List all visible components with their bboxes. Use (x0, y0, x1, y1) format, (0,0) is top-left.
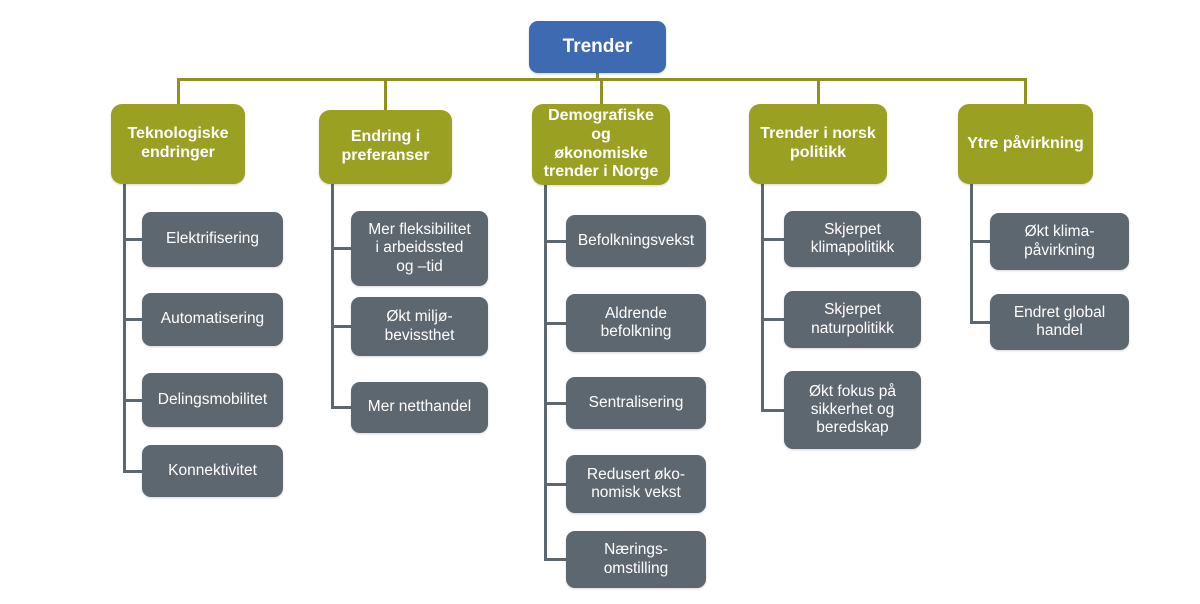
leaf-node-1-2[interactable]: Mer netthandel (351, 382, 488, 433)
leaf-stub-connector-1-0 (331, 247, 351, 250)
branch-drop-connector-2 (599, 78, 603, 106)
leaf-node-0-1[interactable]: Automatisering (142, 293, 283, 346)
leaf-node-2-3[interactable]: Redusert øko- nomisk vekst (566, 455, 706, 513)
leaf-node-2-2[interactable]: Sentralisering (566, 377, 706, 429)
leaf-node-4-1[interactable]: Endret global handel (990, 294, 1129, 350)
leaf-spine-connector-0 (123, 184, 126, 471)
leaf-stub-connector-2-0 (544, 239, 566, 243)
leaf-stub-connector-3-1 (761, 318, 784, 321)
leaf-node-1-1[interactable]: Økt miljø- bevissthet (351, 297, 488, 356)
leaf-spine-connector-4 (970, 184, 973, 322)
leaf-stub-connector-2-4 (544, 558, 566, 561)
leaf-stub-connector-4-0 (970, 240, 990, 243)
leaf-stub-connector-2-2 (544, 401, 566, 405)
branch-node-4[interactable]: Ytre påvirkning (958, 104, 1093, 184)
leaf-node-0-2[interactable]: Delingsmobilitet (142, 373, 283, 427)
leaf-stub-connector-1-1 (331, 325, 351, 328)
branch-node-0[interactable]: Teknologiske endringer (111, 104, 245, 184)
branch-drop-connector-0 (176, 78, 180, 106)
leaf-node-2-1[interactable]: Aldrende befolkning (566, 294, 706, 352)
leaf-stub-connector-3-0 (761, 237, 784, 241)
leaf-stub-connector-0-1 (123, 318, 142, 321)
leaf-node-0-0[interactable]: Elektrifisering (142, 212, 283, 267)
branch-node-2[interactable]: Demografiske og økonomiske trender i Nor… (532, 104, 670, 185)
branch-drop-connector-4 (1024, 78, 1027, 106)
leaf-node-3-2[interactable]: Økt fokus på sikkerhet og beredskap (784, 371, 921, 449)
leaf-stub-connector-0-0 (123, 238, 142, 241)
leaf-spine-connector-3 (761, 184, 764, 410)
root-node-trender: Trender (529, 21, 666, 73)
leaf-stub-connector-1-2 (331, 406, 351, 409)
leaf-spine-connector-1 (331, 184, 334, 408)
leaf-stub-connector-2-1 (544, 321, 566, 325)
leaf-stub-connector-2-3 (544, 482, 566, 486)
leaf-stub-connector-4-1 (970, 320, 990, 324)
leaf-node-3-1[interactable]: Skjerpet naturpolitikk (784, 291, 921, 348)
leaf-node-1-0[interactable]: Mer fleksibilitet i arbeidssted og –tid (351, 211, 488, 286)
root-stem-connector (596, 73, 599, 80)
leaf-stub-connector-3-2 (761, 408, 784, 412)
leaf-stub-connector-0-2 (123, 398, 142, 402)
leaf-stub-connector-0-3 (123, 469, 142, 473)
branch-drop-connector-3 (816, 78, 820, 106)
leaf-node-4-0[interactable]: Økt klima- påvirkning (990, 213, 1129, 270)
branch-node-1[interactable]: Endring i preferanser (319, 110, 452, 184)
leaf-spine-connector-2 (544, 185, 547, 560)
leaf-node-2-4[interactable]: Nærings- omstilling (566, 531, 706, 588)
leaf-node-0-3[interactable]: Konnektivitet (142, 445, 283, 497)
leaf-node-3-0[interactable]: Skjerpet klimapolitikk (784, 211, 921, 267)
branch-node-3[interactable]: Trender i norsk politikk (749, 104, 887, 184)
branch-drop-connector-1 (384, 78, 387, 112)
leaf-node-2-0[interactable]: Befolkningsvekst (566, 215, 706, 267)
